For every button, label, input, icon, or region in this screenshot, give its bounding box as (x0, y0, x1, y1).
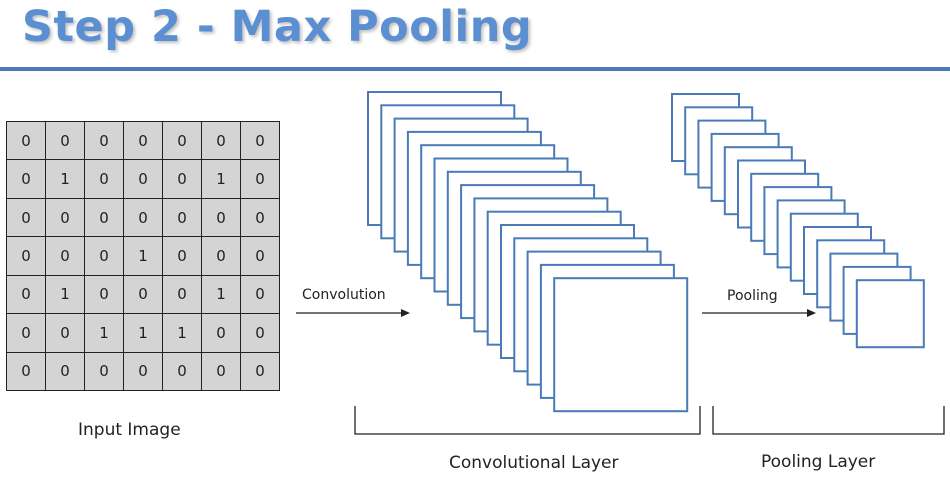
pooling-layer-label: Pooling Layer (761, 452, 876, 472)
grid-cell: 0 (84, 197, 124, 238)
grid-cell: 0 (201, 351, 241, 392)
grid-cell: 0 (6, 351, 46, 392)
grid-cell: 0 (162, 197, 202, 238)
convolution-arrow (296, 309, 410, 317)
convolution-arrow-label: Convolution (302, 287, 386, 303)
grid-cell: 0 (240, 159, 280, 199)
grid-cell: 0 (6, 236, 46, 276)
grid-cell: 0 (240, 313, 280, 353)
title-divider (0, 67, 950, 71)
grid-cell: 0 (201, 120, 241, 161)
pooling-arrow (702, 309, 816, 317)
grid-cell: 0 (240, 274, 280, 315)
convolutional-layer-bracket (354, 406, 701, 435)
pooled-map (855, 279, 925, 349)
grid-cell: 0 (45, 351, 85, 392)
grid-cell: 0 (84, 351, 124, 392)
grid-cell: 0 (240, 351, 280, 392)
grid-cell: 0 (240, 120, 280, 161)
pooled-feature-maps (671, 93, 925, 349)
grid-cell: 0 (201, 313, 241, 353)
convolutional-feature-maps (367, 91, 689, 413)
grid-cell: 0 (123, 274, 163, 315)
grid-cell: 1 (123, 313, 163, 353)
grid-cell: 0 (84, 236, 124, 276)
grid-cell: 0 (240, 197, 280, 238)
pooling-arrow-label: Pooling (727, 288, 778, 304)
grid-cell: 0 (123, 197, 163, 238)
grid-cell: 1 (162, 313, 202, 353)
grid-cell: 1 (201, 159, 241, 199)
page-title: Step 2 - Max Pooling (22, 2, 533, 52)
grid-cell: 0 (84, 274, 124, 315)
grid-cell: 0 (162, 274, 202, 315)
grid-cell: 0 (45, 120, 85, 161)
grid-cell: 0 (6, 274, 46, 315)
pooling-layer-bracket (712, 406, 945, 435)
grid-cell: 0 (162, 159, 202, 199)
convolutional-layer-label: Convolutional Layer (449, 453, 619, 473)
grid-cell: 0 (84, 159, 124, 199)
grid-cell: 0 (162, 236, 202, 276)
grid-cell: 1 (84, 313, 124, 353)
grid-cell: 0 (84, 120, 124, 161)
grid-cell: 0 (240, 236, 280, 276)
grid-cell: 0 (6, 159, 46, 199)
grid-cell: 0 (162, 351, 202, 392)
grid-cell: 0 (123, 351, 163, 392)
grid-cell: 0 (6, 120, 46, 161)
input-image-label: Input Image (78, 420, 181, 440)
grid-cell: 0 (201, 236, 241, 276)
feature-map (553, 277, 689, 413)
grid-cell: 0 (6, 313, 46, 353)
grid-cell: 1 (45, 274, 85, 315)
grid-cell: 0 (45, 313, 85, 353)
grid-cell: 0 (45, 197, 85, 238)
grid-cell: 0 (6, 197, 46, 238)
